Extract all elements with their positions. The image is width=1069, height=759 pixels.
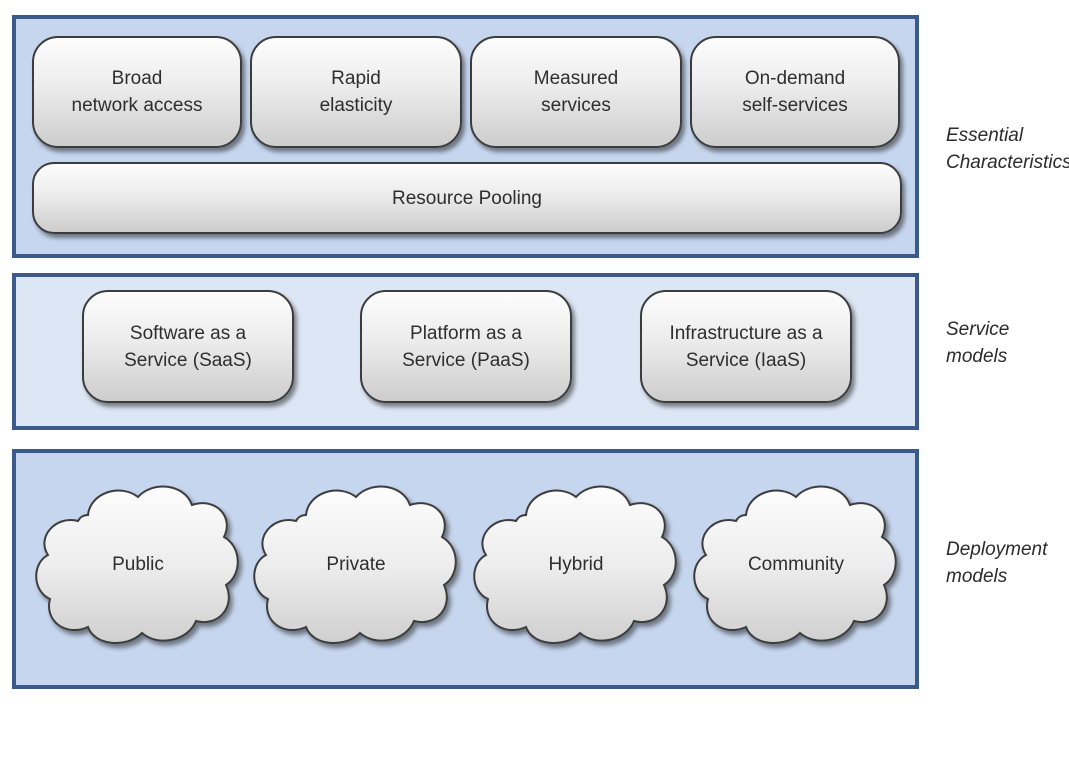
on-demand-self-services-box: On-demand self-services (690, 36, 900, 148)
iaas-box: Infrastructure as a Service (IaaS) (640, 290, 852, 403)
cloud-icon (473, 485, 677, 645)
cloud-icon (253, 485, 457, 645)
box-label: Rapid elasticity (319, 68, 393, 116)
box-label: Software as a Service (SaaS) (124, 322, 252, 371)
measured-services-box: Measured services (470, 36, 682, 148)
cloud-icon (693, 485, 897, 645)
resource-pooling-box: Resource Pooling (32, 162, 902, 234)
box-label: On-demand self-services (742, 68, 848, 116)
deployment-models-label: Deployment models (946, 539, 1048, 587)
paas-box: Platform as a Service (PaaS) (360, 290, 572, 403)
essential-characteristics-label: Essential Characteristics (946, 125, 1069, 173)
box-label: Broad network access (71, 68, 203, 116)
hybrid-cloud-shape: Hybrid (466, 475, 686, 655)
cloud-icon (35, 485, 239, 645)
box-label: Measured services (533, 68, 619, 116)
cloud-outline (35, 485, 239, 645)
rapid-elasticity-box: Rapid elasticity (250, 36, 462, 148)
service-models-label: Service models (946, 319, 1010, 367)
community-cloud-shape: Community (686, 475, 906, 655)
private-cloud-shape: Private (246, 475, 466, 655)
cloud-outline (253, 485, 457, 645)
cloud-outline (693, 485, 897, 645)
box-label: Infrastructure as a Service (IaaS) (669, 322, 823, 371)
saas-box: Software as a Service (SaaS) (82, 290, 294, 403)
public-cloud-shape: Public (28, 475, 248, 655)
broad-network-access-box: Broad network access (32, 36, 242, 148)
box-label: Resource Pooling (392, 187, 542, 209)
cloud-outline (473, 485, 677, 645)
box-label: Platform as a Service (PaaS) (402, 322, 530, 371)
